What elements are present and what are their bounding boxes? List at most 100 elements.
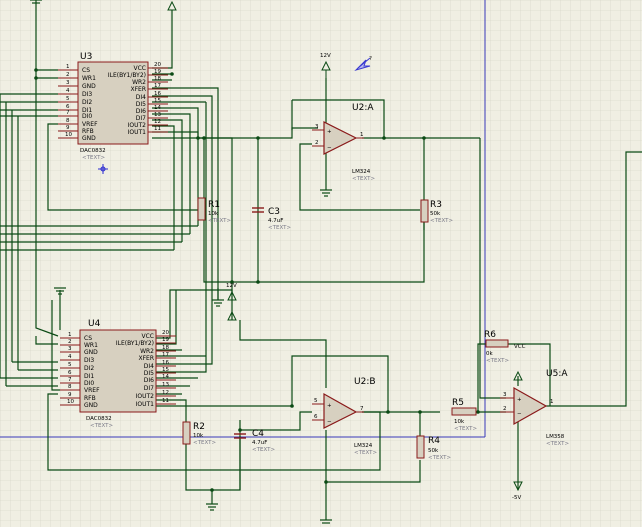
svg-text:-5V: -5V bbox=[512, 495, 521, 501]
u2b-ref: U2:B bbox=[354, 377, 376, 387]
svg-text:R5: R5 bbox=[452, 398, 464, 408]
svg-text:4.7uF: 4.7uF bbox=[252, 440, 267, 446]
u2a-triangle bbox=[323, 121, 358, 155]
u2b-opamp[interactable]: + − 5 6 7 U2:B LM324 <TEXT> bbox=[312, 377, 377, 456]
svg-text:VCC: VCC bbox=[514, 344, 526, 350]
resistor-r1[interactable]: R1 10k <TEXT> bbox=[197, 197, 231, 224]
u4-text: <TEXT> bbox=[90, 423, 113, 429]
svg-text:50k: 50k bbox=[430, 211, 441, 217]
power-terminal-12v-b[interactable]: 12V bbox=[226, 283, 237, 301]
svg-text:3: 3 bbox=[68, 346, 72, 352]
svg-text:1: 1 bbox=[66, 64, 70, 70]
svg-text:<TEXT>: <TEXT> bbox=[208, 218, 231, 224]
svg-text:13: 13 bbox=[162, 382, 169, 388]
resistor-r3[interactable]: R3 50k <TEXT> bbox=[420, 199, 453, 224]
svg-text:−: − bbox=[327, 145, 332, 151]
resistor-r4[interactable]: R4 50k <TEXT> bbox=[416, 435, 451, 461]
svg-text:15: 15 bbox=[162, 367, 169, 373]
power-terminal-neg5v[interactable]: -5V bbox=[512, 481, 523, 501]
svg-text:GND: GND bbox=[82, 83, 96, 90]
power-terminal-vcc[interactable]: VCC bbox=[513, 344, 526, 381]
svg-text:R3: R3 bbox=[430, 200, 442, 210]
svg-text:XFER: XFER bbox=[130, 86, 146, 93]
svg-text:1: 1 bbox=[550, 399, 554, 405]
svg-text:11: 11 bbox=[162, 398, 169, 404]
svg-text:VCC: VCC bbox=[134, 65, 146, 72]
svg-text:IOUT2: IOUT2 bbox=[136, 393, 155, 400]
sheet-border bbox=[0, 0, 486, 438]
svg-text:WR1: WR1 bbox=[82, 75, 96, 82]
svg-text:18: 18 bbox=[162, 345, 169, 351]
u5a-opamp[interactable]: + − 3 2 1 U5:A LM358 <TEXT> bbox=[500, 369, 569, 447]
u5a-text: <TEXT> bbox=[546, 441, 569, 447]
ground-icon bbox=[320, 519, 332, 524]
svg-text:15: 15 bbox=[154, 98, 161, 104]
u4-body bbox=[79, 329, 157, 413]
u2a-opamp[interactable]: + − 3 2 1 U2:A LM324 <TEXT> bbox=[312, 103, 375, 182]
u2a-part: LM324 bbox=[352, 169, 371, 175]
svg-text:DI4: DI4 bbox=[136, 94, 146, 101]
svg-text:R2: R2 bbox=[193, 422, 205, 432]
resistor-r6[interactable]: R6 0k <TEXT> bbox=[484, 330, 509, 364]
ground-icon bbox=[212, 299, 224, 307]
probe-arrow-icon[interactable]: ? bbox=[354, 56, 372, 72]
svg-text:3: 3 bbox=[315, 124, 319, 130]
resistor-r5[interactable]: R5 10k <TEXT> bbox=[451, 398, 477, 432]
capacitor-c3[interactable]: C3 4.7uF <TEXT> bbox=[252, 207, 291, 231]
resistor-r2[interactable]: R2 10k <TEXT> bbox=[182, 421, 216, 446]
svg-text:DI5: DI5 bbox=[144, 370, 154, 377]
svg-text:GND: GND bbox=[82, 135, 96, 142]
u5a-part: LM358 bbox=[546, 434, 565, 440]
power-terminal-mid[interactable] bbox=[227, 310, 237, 321]
svg-text:DI2: DI2 bbox=[82, 99, 92, 106]
svg-text:20: 20 bbox=[162, 330, 169, 336]
svg-text:IOUT2: IOUT2 bbox=[128, 122, 147, 129]
svg-text:6: 6 bbox=[68, 370, 72, 376]
svg-text:14: 14 bbox=[154, 105, 161, 111]
svg-text:10k: 10k bbox=[193, 433, 204, 439]
svg-text:GND: GND bbox=[84, 349, 98, 356]
svg-text:IOUT1: IOUT1 bbox=[136, 401, 155, 408]
svg-text:GND: GND bbox=[84, 402, 98, 409]
power-terminal-top[interactable] bbox=[167, 0, 177, 11]
power-terminal-12v[interactable]: 12V bbox=[320, 53, 331, 78]
svg-text:DI2: DI2 bbox=[84, 365, 94, 372]
svg-text:11: 11 bbox=[154, 126, 161, 132]
svg-text:6: 6 bbox=[314, 414, 318, 420]
svg-text:10k: 10k bbox=[454, 419, 465, 425]
u3-body bbox=[77, 61, 149, 145]
svg-text:RFB: RFB bbox=[84, 395, 96, 402]
svg-text:XFER: XFER bbox=[138, 355, 154, 362]
ground-icon bbox=[30, 0, 42, 4]
svg-text:+: + bbox=[327, 129, 332, 135]
capacitor-c4[interactable]: C4 4.7uF <TEXT> bbox=[234, 429, 275, 453]
svg-text:ILE(BY1/BY2): ILE(BY1/BY2) bbox=[116, 340, 154, 347]
svg-text:12: 12 bbox=[162, 390, 169, 396]
svg-text:10: 10 bbox=[67, 399, 74, 405]
svg-text:+: + bbox=[327, 403, 332, 409]
svg-text:DI1: DI1 bbox=[82, 107, 92, 114]
svg-text:R6: R6 bbox=[484, 330, 496, 340]
